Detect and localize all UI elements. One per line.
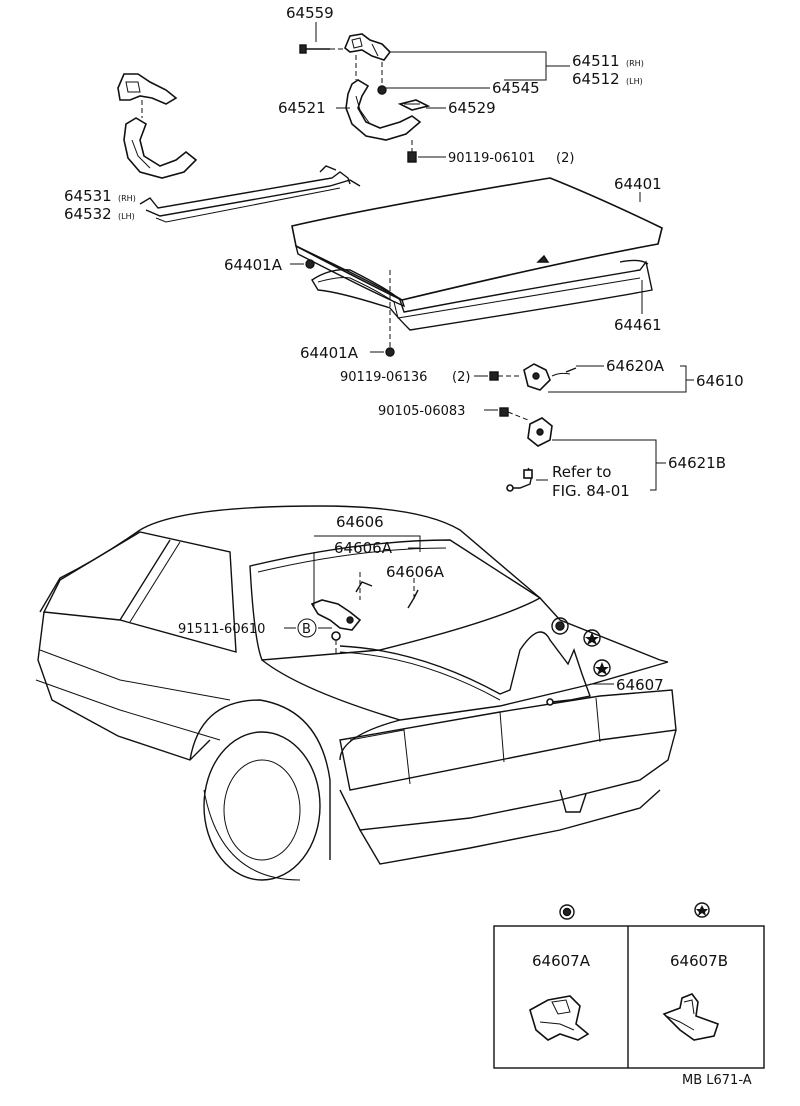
part-labels: 64559 64511 (RH) 64512 (LH) 64545 64521 … bbox=[64, 4, 752, 1088]
cushion-64401A-top bbox=[305, 259, 315, 269]
release-cable-small bbox=[506, 467, 533, 492]
torsion-bars bbox=[139, 165, 361, 223]
label-64461: 64461 bbox=[614, 316, 662, 334]
label-64621B: 64621B bbox=[668, 454, 726, 472]
label-64401: 64401 bbox=[614, 175, 662, 193]
hinge-assembly-left bbox=[117, 73, 198, 179]
bolt-90119-06101 bbox=[407, 151, 417, 163]
hinge-assembly-right bbox=[299, 33, 431, 163]
clip-marker-star-1 bbox=[583, 629, 601, 647]
label-fig-ref: FIG. 84-01 bbox=[552, 482, 630, 500]
label-64559: 64559 bbox=[286, 4, 334, 22]
label-91511-60610: 91511-60610 bbox=[178, 622, 265, 637]
opener-lever bbox=[310, 535, 421, 656]
label-64620A: 64620A bbox=[606, 357, 665, 375]
label-64529: 64529 bbox=[448, 99, 496, 117]
release-cable-routed bbox=[339, 631, 591, 706]
label-64531-side: (RH) bbox=[118, 194, 136, 203]
label-90105-06083: 90105-06083 bbox=[378, 404, 465, 419]
label-64607: 64607 bbox=[616, 676, 664, 694]
label-mark-b: B bbox=[302, 622, 311, 637]
label-64606A-right: 64606A bbox=[386, 563, 445, 581]
label-64521: 64521 bbox=[278, 99, 326, 117]
label-64512: 64512 bbox=[572, 70, 620, 88]
label-64532-side: (LH) bbox=[118, 212, 135, 221]
label-64606: 64606 bbox=[336, 513, 384, 531]
label-64401A-top: 64401A bbox=[224, 256, 283, 274]
label-64545: 64545 bbox=[492, 79, 540, 97]
lock-assembly bbox=[489, 363, 577, 391]
label-64607A: 64607A bbox=[532, 952, 591, 970]
car-body bbox=[35, 505, 677, 881]
striker-assembly bbox=[499, 407, 553, 447]
inset-marker-star bbox=[694, 902, 710, 918]
weatherstrip bbox=[311, 259, 653, 331]
clip-marker-circle bbox=[551, 617, 569, 635]
clip-marker-star-2 bbox=[593, 659, 611, 677]
label-64607B: 64607B bbox=[670, 952, 728, 970]
label-90119-06101: 90119-06101 bbox=[448, 151, 535, 166]
bolt-64559 bbox=[299, 44, 330, 54]
label-90119-06136: 90119-06136 bbox=[340, 370, 427, 385]
inset-marker-circle bbox=[559, 904, 575, 920]
cushion-64401A-bottom bbox=[385, 347, 395, 357]
label-64532: 64532 bbox=[64, 205, 112, 223]
label-64610: 64610 bbox=[696, 372, 744, 390]
label-90119-06101-qty: (2) bbox=[556, 151, 574, 166]
mark-b-circle bbox=[297, 618, 317, 638]
inset-box bbox=[493, 902, 765, 1069]
leader-lines bbox=[284, 22, 694, 685]
clip-64607A bbox=[529, 995, 590, 1041]
nut-64545 bbox=[377, 85, 387, 95]
label-64401A-bottom: 64401A bbox=[300, 344, 359, 362]
label-64531: 64531 bbox=[64, 187, 112, 205]
label-64606A-left: 64606A bbox=[334, 539, 393, 557]
label-90119-06136-qty: (2) bbox=[452, 370, 470, 385]
figure-code: MB L671-A bbox=[682, 1073, 752, 1088]
label-64511-side: (RH) bbox=[626, 59, 644, 68]
label-64512-side: (LH) bbox=[626, 77, 643, 86]
clip-64607B bbox=[662, 993, 720, 1041]
trunk-lid bbox=[291, 177, 663, 308]
label-refer-to: Refer to bbox=[552, 463, 611, 481]
label-64511: 64511 bbox=[572, 52, 620, 70]
